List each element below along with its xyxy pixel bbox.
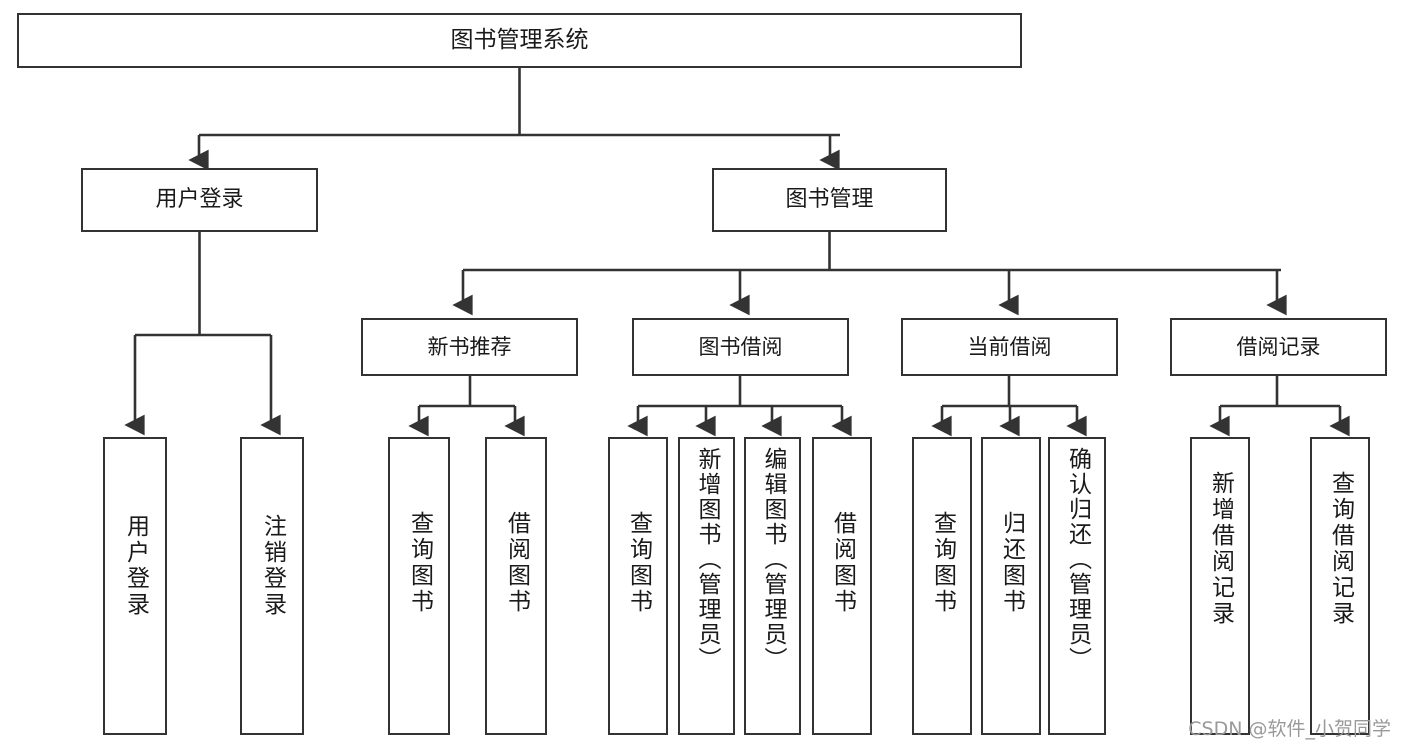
node-leaf-add-book[interactable]: 新增图书（管理员） [678,437,735,735]
node-leaf-user-login[interactable]: 用户登录 [103,437,167,735]
connector-bookborrow-to-leaves [638,376,842,408]
node-leaf-borrow-book-2[interactable]: 借阅图书 [812,437,872,735]
node-borrow-record-label: 借阅记录 [1236,334,1321,359]
node-user-login[interactable]: 用户登录 [81,168,318,232]
node-leaf-query-book-3-label: 查询图书 [929,511,956,615]
connector-currentborrow-to-leaves [942,376,1077,408]
node-leaf-return-book[interactable]: 归还图书 [981,437,1041,735]
node-leaf-add-record-label: 新增借阅记录 [1207,471,1234,627]
node-leaf-confirm-return-label: 确认归还（管理员） [1064,447,1091,672]
node-leaf-edit-book[interactable]: 编辑图书（管理员） [744,437,801,735]
node-leaf-query-book-2-label: 查询图书 [625,511,652,615]
node-leaf-confirm-return[interactable]: 确认归还（管理员） [1048,437,1106,735]
node-leaf-user-login-label: 用户登录 [122,514,149,618]
arrow-root-to-level2 [188,135,840,171]
node-borrow-record[interactable]: 借阅记录 [1170,318,1387,376]
connector-root-to-level2 [199,68,840,137]
node-book-borrow-label: 图书借阅 [698,334,783,359]
node-leaf-query-record-label: 查询借阅记录 [1327,471,1354,627]
node-user-login-label: 用户登录 [155,187,244,213]
arrow-borrowrecord-to-leaves [1209,406,1350,437]
connector-bookmgmt-to-level3 [463,232,1281,272]
node-new-book-recommend[interactable]: 新书推荐 [361,318,578,376]
watermark-text: CSDN @软件_小贺同学 [1188,718,1391,740]
node-current-borrow[interactable]: 当前借阅 [901,318,1118,376]
node-leaf-borrow-book-1-label: 借阅图书 [503,511,530,615]
connector-userlogin-to-leaves [135,232,271,337]
node-leaf-user-logout-label: 注销登录 [259,514,286,618]
node-leaf-query-book-1-label: 查询图书 [406,511,433,615]
connector-newbook-to-leaves [419,376,515,408]
node-leaf-query-book-1[interactable]: 查询图书 [388,437,450,735]
connector-borrowrecord-to-leaves [1220,376,1340,408]
node-leaf-query-book-2[interactable]: 查询图书 [608,437,668,735]
arrow-userlogin-to-leaves [124,335,281,436]
node-leaf-add-record[interactable]: 新增借阅记录 [1190,437,1250,735]
node-new-book-recommend-label: 新书推荐 [427,334,512,359]
node-leaf-edit-book-label: 编辑图书（管理员） [760,447,786,672]
arrow-newbook-to-leaves [408,406,525,437]
node-leaf-borrow-book-2-label: 借阅图书 [829,511,856,615]
node-leaf-return-book-label: 归还图书 [998,511,1025,615]
node-leaf-query-record[interactable]: 查询借阅记录 [1310,437,1370,735]
node-leaf-borrow-book-1[interactable]: 借阅图书 [485,437,547,735]
node-leaf-query-book-3[interactable]: 查询图书 [912,437,972,735]
node-leaf-add-book-label: 新增图书（管理员） [694,447,720,672]
node-book-management[interactable]: 图书管理 [712,168,947,232]
node-book-borrow[interactable]: 图书借阅 [632,318,849,376]
arrow-bookmgmt-to-level3 [452,270,1287,316]
arrow-bookborrow-to-leaves [627,406,852,437]
node-root-label: 图书管理系统 [450,27,589,54]
node-leaf-user-logout[interactable]: 注销登录 [240,437,304,735]
node-current-borrow-label: 当前借阅 [967,334,1052,359]
node-root[interactable]: 图书管理系统 [17,13,1022,68]
node-book-management-label: 图书管理 [785,187,874,213]
arrow-currentborrow-to-leaves [931,406,1087,437]
